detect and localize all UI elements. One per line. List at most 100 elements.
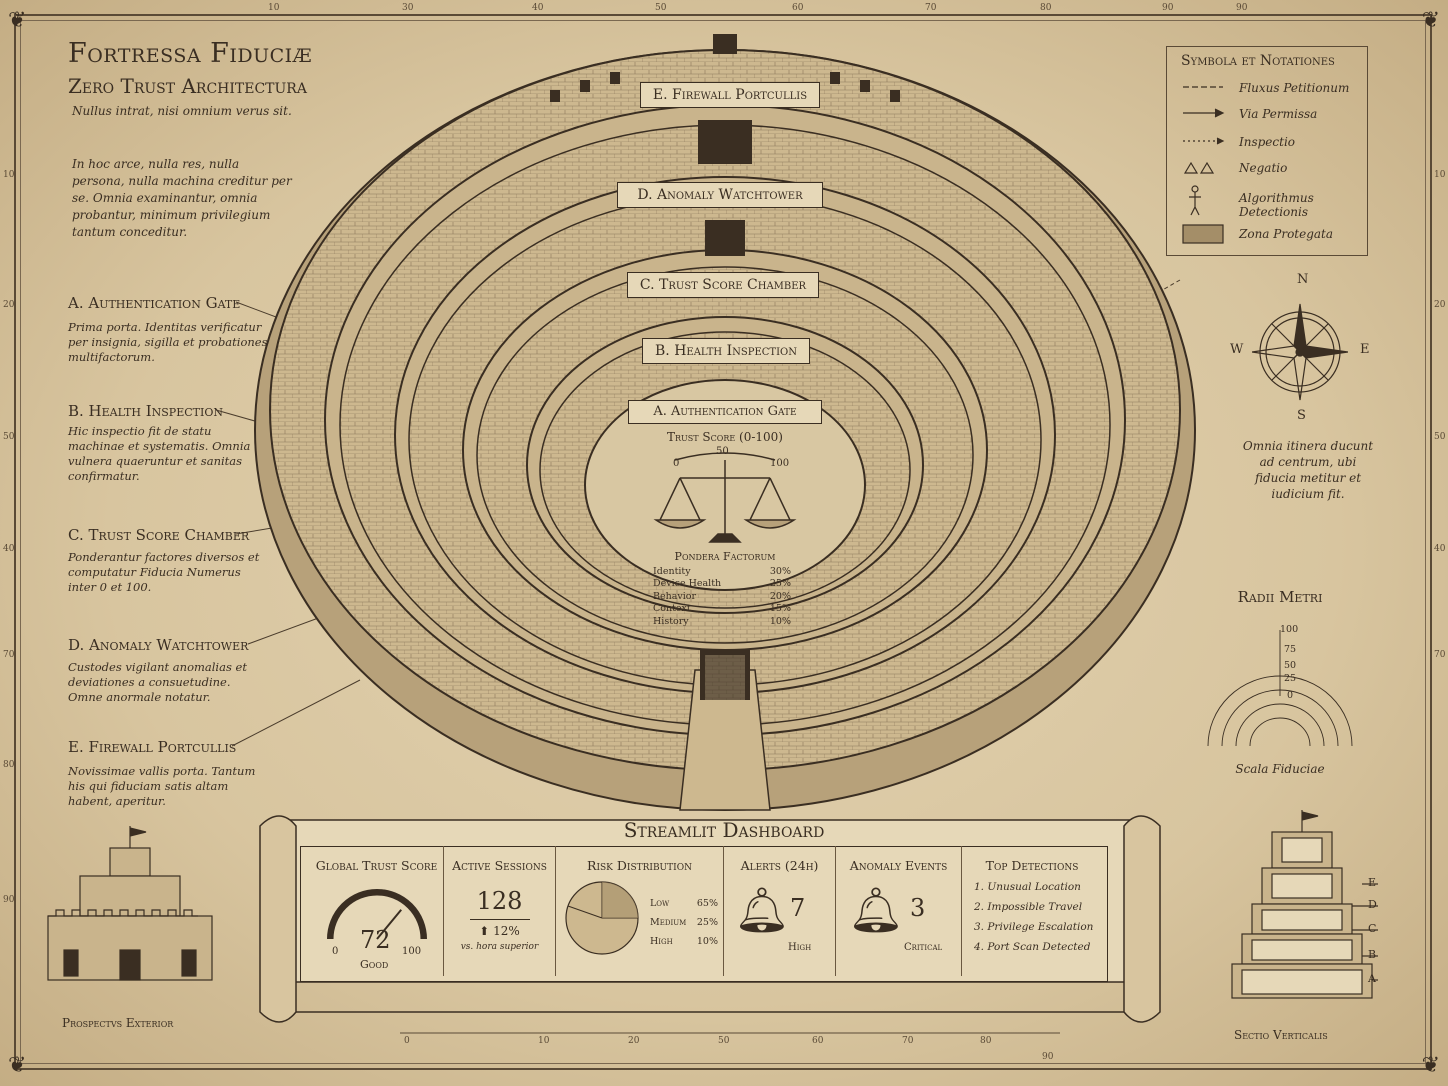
section-letter: D: [1368, 898, 1377, 911]
anomaly-level: Critical: [904, 942, 943, 953]
ruler-side-tick: 70: [1434, 650, 1446, 660]
compass-west: W: [1230, 342, 1244, 357]
section-a-heading: A. Authentication Gate: [68, 294, 241, 312]
list-item: 4. Port Scan Detected: [974, 941, 1091, 953]
dashboard-title: Streamlit Dashboard: [623, 818, 825, 842]
intro-text: In hoc arce, nulla res, nulla persona, n…: [72, 157, 292, 239]
radii-title: Radii Metri: [1237, 588, 1323, 606]
legend-item: Via Permissa: [1239, 107, 1318, 121]
section-d-heading: D. Anomaly Watchtower: [68, 636, 249, 654]
legend-item: Negatio: [1239, 161, 1288, 175]
corner-ornament-icon: ❦: [8, 1053, 27, 1078]
motto: Nullus intrat, nisi omnium verus sit.: [72, 104, 292, 118]
ruler-side-tick: 10: [3, 170, 15, 180]
banner-trust-score-chamber: C. Trust Score Chamber: [627, 272, 819, 298]
list-item: 3. Privilege Escalation: [974, 921, 1094, 933]
outer-frame: [14, 14, 1432, 1070]
scale-min: 0: [673, 458, 680, 469]
legend-title: Symbola et Notationes: [1181, 53, 1335, 69]
gauge-needle: [375, 909, 402, 940]
list-item: 2. Impossible Travel: [974, 901, 1083, 913]
ruler-bottom-tick: 60: [812, 1036, 824, 1046]
ruler-side-tick: 40: [3, 544, 15, 554]
divider: [469, 919, 530, 920]
panel-title: Active Sessions: [452, 858, 547, 873]
panel-global-trust: Global Trust Score 72 Good 0 100: [310, 846, 444, 976]
section-e-heading: E. Firewall Portcullis: [68, 738, 237, 756]
section-caption: Sectio Verticalis: [1234, 1028, 1328, 1042]
weights-title: Pondera Factorum: [674, 550, 776, 563]
anomaly-value: 3: [910, 894, 926, 922]
ruler-top-tick: 60: [792, 3, 804, 13]
trust-score-title: Trust Score (0-100): [667, 430, 783, 444]
legend-item: Zona Protegata: [1239, 227, 1334, 241]
panel-title: Alerts (24h): [740, 858, 819, 873]
compass-north: N: [1297, 272, 1309, 287]
section-b-heading: B. Health Inspection: [68, 402, 223, 420]
ruler-bottom-tick: 0: [404, 1036, 410, 1046]
detections-list: 1. Unusual Location 2. Impossible Travel…: [962, 877, 1102, 957]
radii-scale-icon: [1207, 630, 1353, 747]
ruler-top-tick: 80: [1040, 3, 1052, 13]
ruler-top-tick: 10: [268, 3, 280, 13]
alerts-level: High: [788, 942, 812, 953]
legend-item: Inspectio: [1239, 135, 1296, 149]
compass-south: S: [1297, 408, 1306, 423]
banner-firewall-portcullis: E. Firewall Portcullis: [640, 82, 820, 108]
bell-icon: 🔔︎: [848, 885, 904, 936]
panel-title: Global Trust Score: [315, 858, 438, 873]
ruler-bottom-tick: 90: [1042, 1052, 1054, 1062]
gauge-max: 100: [402, 946, 422, 957]
ruler-side-tick: 50: [1434, 432, 1446, 442]
page-title: Fortressa Fiduciæ: [68, 38, 313, 69]
gauge-min: 0: [332, 946, 339, 957]
ruler-bottom-tick: 50: [718, 1036, 730, 1046]
section-letter: B: [1368, 948, 1377, 961]
section-b-text: Hic inspectio fit de statu machinae et s…: [68, 424, 251, 483]
alerts-value: 7: [790, 894, 806, 922]
sessions-note: vs. hora superior: [460, 942, 539, 952]
exterior-caption: Prospectvs Exterior: [62, 1016, 174, 1030]
inner-frame: [20, 20, 1426, 1064]
vertical-section-illustration: [1231, 810, 1378, 999]
legend-item: Fluxus Petitionum: [1239, 81, 1350, 95]
radii-caption: Scala Fiduciae: [1235, 762, 1325, 776]
banner-health-inspection: B. Health Inspection: [642, 338, 810, 364]
ruler-side-tick: 80: [3, 760, 15, 770]
scale-max: 100: [770, 458, 790, 469]
radii-tick: 0: [1287, 690, 1294, 701]
ruler-top-tick: 30: [402, 3, 414, 13]
panel-active-sessions: Active Sessions 128 ⬆ 12% vs. hora super…: [444, 846, 556, 976]
ruler-top-tick: 90: [1162, 3, 1174, 13]
ruler-bottom-tick: 10: [538, 1036, 550, 1046]
exterior-tower-illustration: [47, 826, 213, 981]
section-d-text: Custodes vigilant anomalias et deviation…: [68, 660, 247, 704]
dashboard-scroll: [259, 815, 1161, 1023]
scale-mid: 50: [716, 446, 729, 457]
trust-gauge: [326, 889, 427, 940]
panel-title: Top Detections: [985, 858, 1079, 873]
compass-rose-icon: [1252, 303, 1348, 401]
ruler-side-tick: 90: [3, 895, 15, 905]
balance-scale-icon: [653, 452, 797, 543]
ruler-top-tick: 40: [532, 3, 544, 13]
ruler-side-tick: 20: [1434, 300, 1446, 310]
panel-title: Risk Distribution: [587, 858, 692, 873]
risk-pie-chart: [565, 881, 639, 955]
ruler-bottom-tick: 20: [628, 1036, 640, 1046]
ruler-bottom-tick: 80: [980, 1036, 992, 1046]
global-trust-status: Good: [360, 958, 389, 971]
compass-caption: Omnia itinera ducunt ad centrum, ubi fid…: [1242, 439, 1374, 501]
page-subtitle: Zero Trust Architectura: [68, 74, 307, 98]
corner-ornament-icon: ❦: [8, 8, 27, 33]
corner-ornament-icon: ❦: [1421, 8, 1440, 33]
legend-item: Algorithmus Detectionis: [1239, 191, 1314, 219]
